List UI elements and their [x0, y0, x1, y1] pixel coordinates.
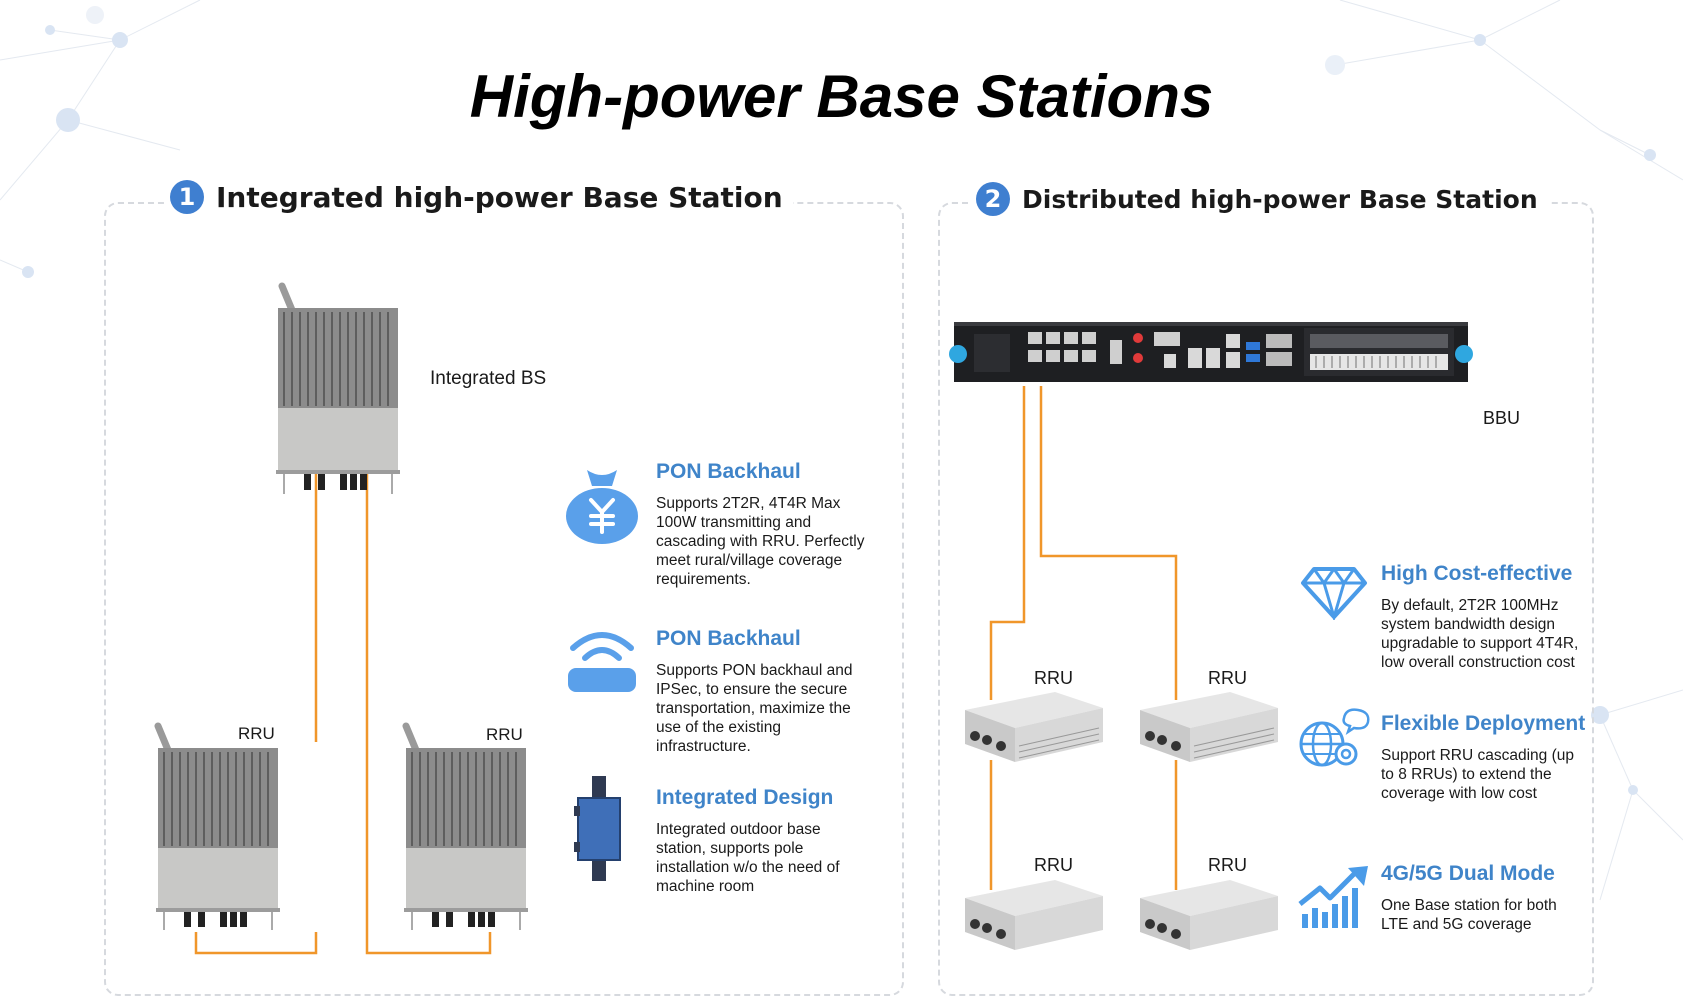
rru-label-left-2: RRU — [486, 725, 523, 744]
section-number-1: 1 — [170, 180, 204, 214]
feature-title-right-3: 4G/5G Dual Mode — [1381, 862, 1555, 885]
rru-label-right-1: RRU — [1034, 668, 1073, 688]
integrated-section-title: Integrated high-power Base Station — [216, 180, 783, 214]
rru-label-right-2: RRU — [1208, 668, 1247, 688]
pole-mount-icon — [574, 776, 621, 881]
rru-label-right-4: RRU — [1208, 855, 1247, 875]
section-number-2: 2 — [976, 182, 1010, 216]
bbu-device — [949, 322, 1473, 382]
wifi-router-icon — [568, 632, 636, 692]
feature-desc-left-2: Supports PON backhaul and IPSec, to ensu… — [656, 662, 853, 755]
feature-title-left-3: Integrated Design — [656, 786, 834, 809]
feature-desc-left-3: Integrated outdoor base station, support… — [656, 821, 840, 895]
integrated-bs-device — [276, 282, 400, 494]
feature-title-right-1: High Cost-effective — [1381, 562, 1573, 585]
feature-card-right-1: High Cost-effective By default, 2T2R 100… — [1381, 562, 1581, 672]
right-fiber-links — [989, 386, 1178, 890]
globe-gear-icon — [1299, 708, 1370, 767]
integrated-bs-label: Integrated BS — [430, 368, 547, 389]
feature-desc-right-3: One Base station for both LTE and 5G cov… — [1381, 897, 1557, 933]
feature-card-left-1: PON Backhaul Supports 2T2R, 4T4R Max 100… — [656, 460, 866, 589]
feature-card-left-2: PON Backhaul Supports PON backhaul and I… — [656, 627, 862, 756]
background-network — [0, 0, 1683, 901]
rru-device-right-3 — [965, 880, 1103, 950]
rru-device-right-4 — [1140, 880, 1278, 950]
rru-device-right-2 — [1140, 692, 1278, 762]
feature-desc-right-2: Support RRU cascading (up to 8 RRUs) to … — [1381, 747, 1574, 802]
rru-label-left-1: RRU — [238, 724, 275, 743]
page-title: High-power Base Stations — [469, 63, 1214, 130]
distributed-section-title: Distributed high-power Base Station — [1022, 184, 1538, 214]
distributed-section-heading: 2 Distributed high-power Base Station — [972, 182, 1548, 216]
feature-title-left-1: PON Backhaul — [656, 460, 801, 483]
feature-card-right-2: Flexible Deployment Support RRU cascadin… — [1381, 712, 1586, 803]
growth-chart-icon — [1298, 866, 1368, 928]
rru-device-right-1 — [965, 692, 1103, 762]
rru-device-left-2 — [388, 722, 548, 932]
feature-desc-right-1: By default, 2T2R 100MHz system bandwidth… — [1381, 597, 1579, 671]
money-bag-icon — [566, 470, 638, 544]
feature-card-right-3: 4G/5G Dual Mode One Base station for bot… — [1381, 862, 1581, 934]
rru-device-left-1 — [140, 722, 320, 932]
rru-label-right-3: RRU — [1034, 855, 1073, 875]
feature-card-left-3: Integrated Design Integrated outdoor bas… — [648, 786, 854, 914]
bbu-label: BBU — [1483, 408, 1521, 428]
feature-title-right-2: Flexible Deployment — [1381, 712, 1586, 735]
feature-title-left-2: PON Backhaul — [656, 627, 801, 650]
feature-desc-left-1: Supports 2T2R, 4T4R Max 100W transmittin… — [656, 495, 865, 588]
integrated-section-heading: 1 Integrated high-power Base Station — [166, 180, 793, 214]
diamond-icon — [1301, 567, 1367, 620]
